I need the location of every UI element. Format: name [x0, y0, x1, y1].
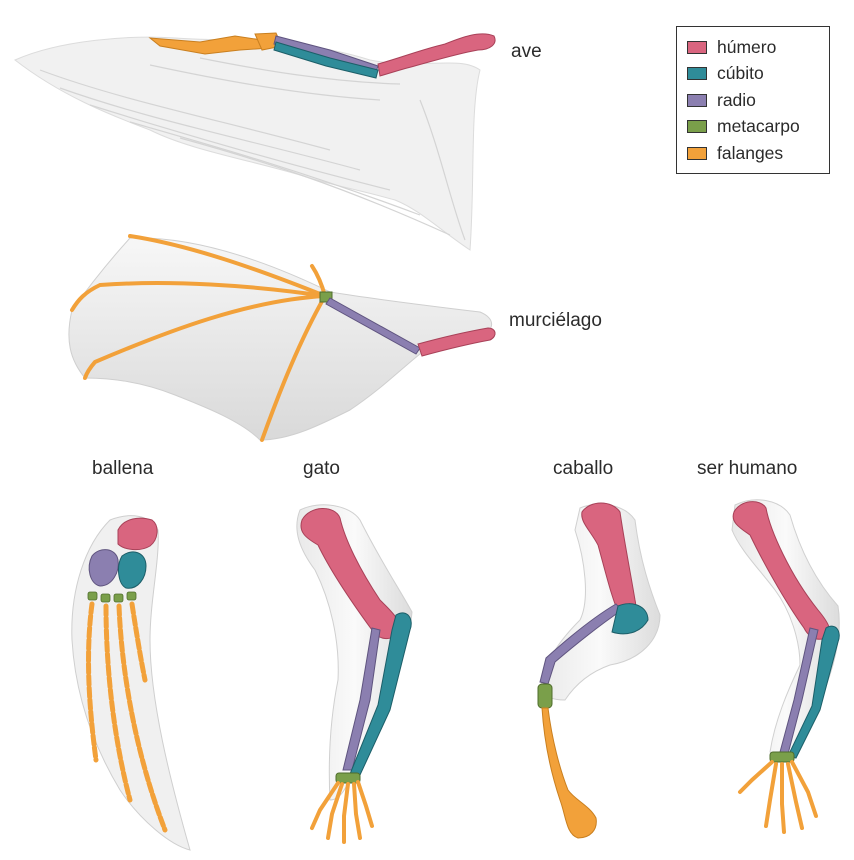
legend-label: húmero	[717, 37, 776, 58]
bat-wing	[69, 236, 495, 440]
legend-label: cúbito	[717, 63, 764, 84]
horse-metacarpus	[538, 684, 552, 708]
label-ballena: ballena	[92, 458, 153, 480]
legend-item-radio: radio	[687, 87, 829, 114]
legend-label: falanges	[717, 143, 783, 164]
legend-item-cubito: cúbito	[687, 61, 829, 88]
human-arm	[732, 500, 839, 832]
label-murcielago: murciélago	[509, 310, 602, 332]
label-gato: gato	[303, 458, 340, 480]
whale-flipper	[72, 516, 190, 850]
human-metacarpus	[770, 752, 794, 762]
legend-item-humero: húmero	[687, 34, 829, 61]
label-ser-humano: ser humano	[697, 458, 797, 480]
label-caballo: caballo	[553, 458, 613, 480]
bird-wing	[15, 33, 495, 250]
legend-swatch	[687, 147, 707, 160]
cat-leg	[297, 505, 412, 842]
legend-label: radio	[717, 90, 756, 111]
horse-phalanges	[542, 708, 596, 838]
legend-item-falanges: falanges	[687, 140, 829, 167]
legend-swatch	[687, 67, 707, 80]
whale-humerus	[118, 518, 157, 549]
legend-swatch	[687, 94, 707, 107]
bat-wing-membrane	[69, 238, 492, 440]
legend-label: metacarpo	[717, 116, 800, 137]
legend-item-metacarpo: metacarpo	[687, 114, 829, 141]
label-ave: ave	[511, 41, 542, 63]
human-phalanges	[740, 762, 816, 832]
legend-swatch	[687, 41, 707, 54]
legend: húmero cúbito radio metacarpo falanges	[676, 26, 830, 174]
legend-swatch	[687, 120, 707, 133]
horse-leg	[538, 503, 660, 838]
